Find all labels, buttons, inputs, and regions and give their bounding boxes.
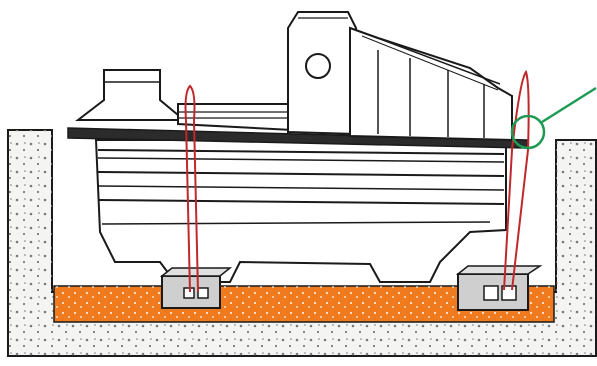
anchor-block-left bbox=[159, 267, 233, 309]
tie-down-strap-left bbox=[184, 84, 199, 293]
tank-rib bbox=[97, 185, 505, 191]
roof-edge bbox=[355, 29, 501, 85]
tank-rib bbox=[97, 157, 505, 163]
roof-edge bbox=[361, 35, 499, 91]
sloped-roof bbox=[349, 26, 513, 142]
inspection-port-icon bbox=[305, 53, 331, 79]
anchor-block-right bbox=[455, 265, 543, 311]
tank-rib bbox=[97, 171, 505, 177]
tank-rib bbox=[97, 149, 505, 155]
detail-callout-circle bbox=[510, 114, 546, 150]
detail-callout-leader bbox=[541, 86, 597, 124]
tank-rib bbox=[97, 199, 505, 205]
tank-base-line bbox=[101, 221, 491, 225]
left-riser bbox=[75, 69, 187, 121]
